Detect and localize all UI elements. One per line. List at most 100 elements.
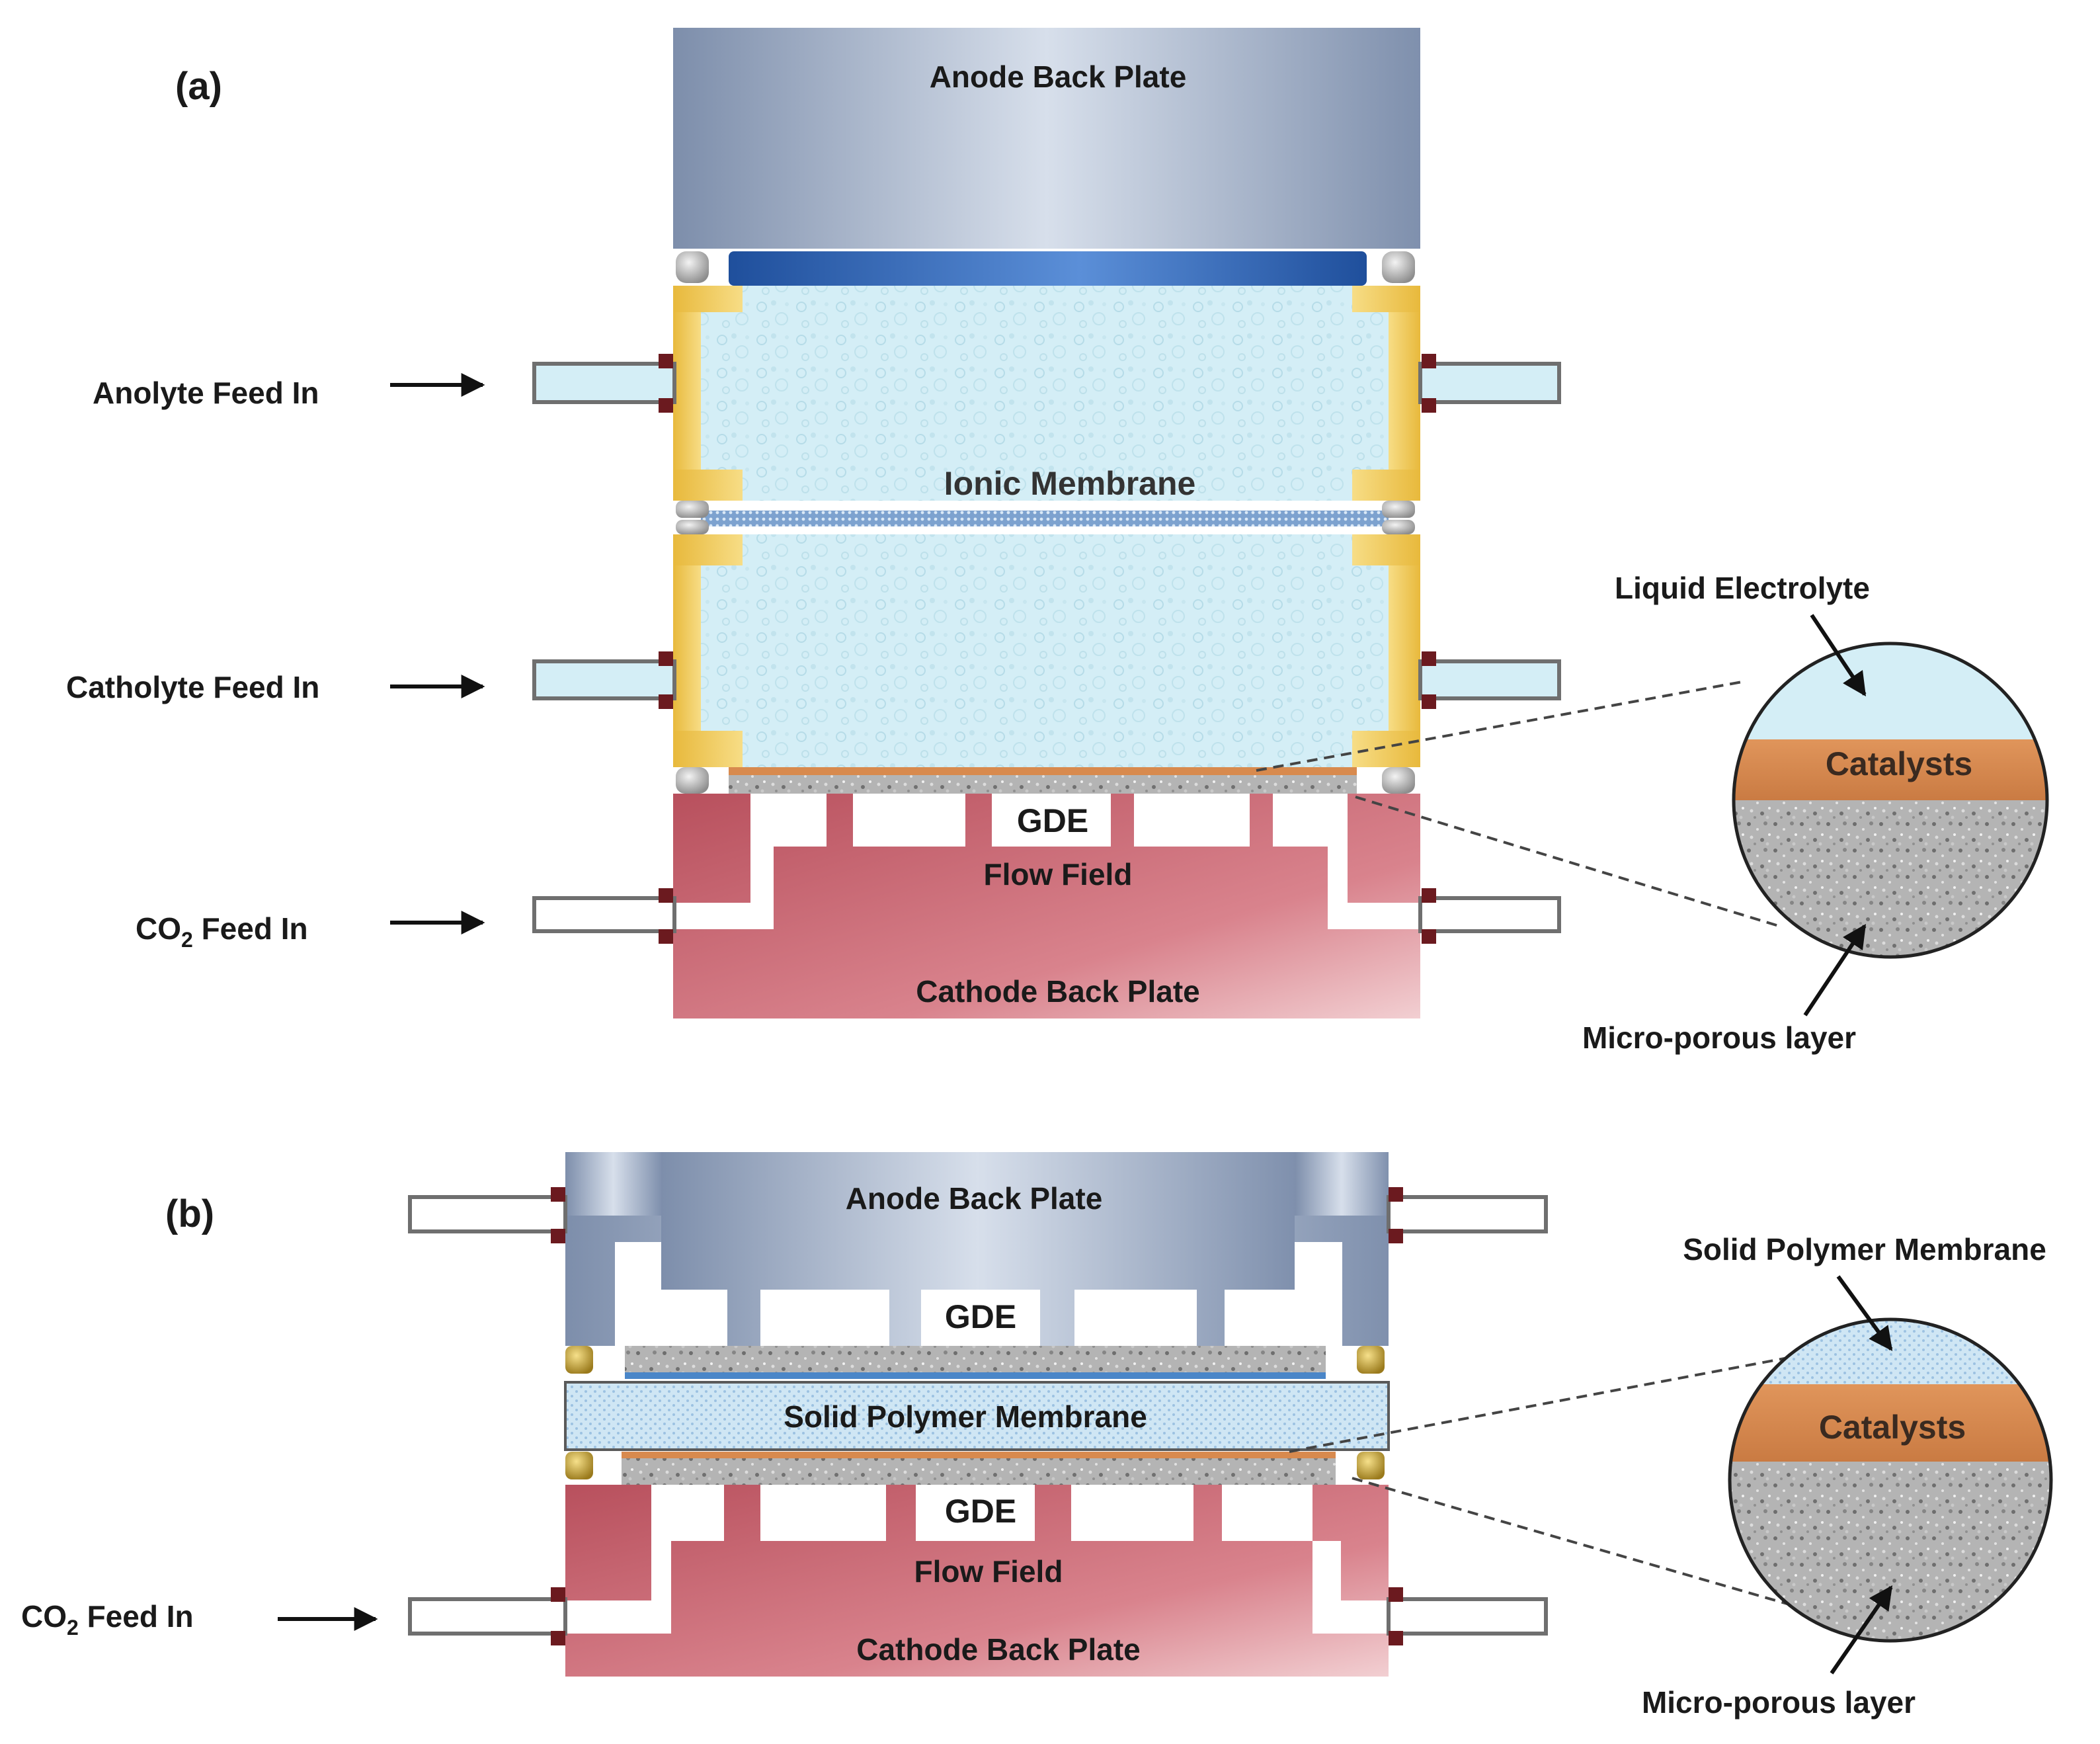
co2-feed-a-label: CO2 Feed In	[136, 911, 308, 952]
cathode-gde-microporous-b	[622, 1458, 1336, 1485]
seal-a-9	[659, 888, 673, 903]
panel-b-tag: (b)	[165, 1192, 214, 1235]
gasket-a-left-top	[673, 286, 701, 501]
anode-pipe-b-left	[408, 1195, 567, 1233]
zoom-b-top-label: Solid Polymer Membrane	[1683, 1232, 2046, 1266]
seal-ring-a-tl	[676, 251, 709, 283]
gasket-a-right-bot	[1389, 534, 1420, 767]
anode-flow-channel-b-4	[1074, 1290, 1197, 1346]
cathode-gde-catalyst-b	[622, 1452, 1336, 1458]
zoom-b-leader-top	[1289, 1354, 1799, 1453]
seal-a-11	[1422, 888, 1436, 903]
anolyte-inlet-pipe-left	[532, 362, 676, 404]
anode-flow-channel-b-5	[1225, 1290, 1311, 1346]
cathode-back-plate-a-label: Cathode Back Plate	[916, 974, 1199, 1009]
gasket-a-lug-7	[673, 731, 743, 767]
zoom-circle-a-border	[1732, 642, 2049, 959]
gasket-a-lug-1	[673, 286, 743, 312]
solid-polymer-membrane-b-label: Solid Polymer Membrane	[784, 1399, 1147, 1434]
zoom-b-leader-bottom	[1352, 1477, 1799, 1608]
seal-a-7	[1422, 651, 1436, 666]
gold-ring-b-tl	[565, 1346, 593, 1374]
cathode-back-plate-b-label: Cathode Back Plate	[856, 1632, 1140, 1667]
anolyte-inlet-pipe-right	[1418, 362, 1561, 404]
zoom-b-bottom-arrow	[1830, 1585, 1893, 1675]
panel-a-tag: (a)	[175, 65, 222, 108]
cathode-flow-channel-b-1	[651, 1485, 724, 1541]
flow-channel-a-5	[1273, 794, 1348, 847]
seal-a-8	[1422, 694, 1436, 709]
flow-channel-a-2	[853, 794, 965, 847]
zoom-a-top-arrow	[1810, 614, 1867, 696]
flow-field-b-label: Flow Field	[914, 1554, 1063, 1589]
co2-pipe-b-left	[408, 1597, 567, 1636]
seal-ring-a-ml2	[676, 520, 709, 534]
seal-ring-a-mr2	[1382, 520, 1415, 534]
flow-channel-a-4	[1134, 794, 1250, 847]
anode-back-plate-b-label: Anode Back Plate	[846, 1181, 1103, 1216]
zoom-circle-b-border	[1728, 1317, 2053, 1643]
anode-flow-channel-b-1	[641, 1290, 727, 1346]
zoom-a-bottom-label: Micro-porous layer	[1582, 1020, 1856, 1055]
gold-ring-b-bl	[565, 1452, 593, 1479]
seal-ring-a-br	[1382, 767, 1415, 794]
cathode-flow-channel-b-3	[916, 1485, 1035, 1541]
seal-b-2	[551, 1229, 565, 1243]
cathode-flow-channel-b-4	[1071, 1485, 1193, 1541]
anode-flow-channel-b-3	[921, 1290, 1040, 1346]
solid-polymer-membrane-b	[564, 1381, 1390, 1451]
anode-back-plate-a	[673, 28, 1420, 249]
seal-b-1	[551, 1187, 565, 1202]
zoom-b-bottom-label: Micro-porous layer	[1642, 1685, 1916, 1720]
seal-a-1	[659, 354, 673, 368]
anode-flow-channel-b-2	[760, 1290, 889, 1346]
seal-b-5	[551, 1587, 565, 1602]
seal-a-6	[659, 694, 673, 709]
anode-gde-catalyst-b	[625, 1372, 1326, 1379]
anolyte-chamber-a	[701, 286, 1389, 501]
gasket-a-lug-6	[1352, 534, 1420, 565]
flow-field-a-label: Flow Field	[984, 857, 1133, 892]
zoom-a-bottom-arrow	[1803, 924, 1867, 1017]
anode-back-plate-b-topleft	[565, 1152, 661, 1216]
seal-a-2	[659, 398, 673, 413]
gde-a-label: GDE	[1017, 802, 1088, 839]
ionic-membrane-a	[701, 511, 1389, 526]
gde-catalyst-layer-a	[729, 767, 1357, 775]
anolyte-feed-label: Anolyte Feed In	[93, 376, 319, 410]
cathode-flow-channel-b-2	[760, 1485, 886, 1541]
zoom-a-leader-top	[1256, 680, 1746, 772]
seal-a-12	[1422, 929, 1436, 944]
seal-a-4	[1422, 398, 1436, 413]
zoom-b-catalysts-label: Catalysts	[1819, 1409, 1966, 1446]
seal-b-6	[551, 1631, 565, 1645]
flow-channel-a-3	[992, 794, 1111, 847]
seal-a-3	[1422, 354, 1436, 368]
gold-ring-b-br	[1357, 1452, 1385, 1479]
ionic-membrane-a-label: Ionic Membrane	[944, 465, 1196, 502]
anode-collector-a	[729, 251, 1367, 286]
gde-microporous-layer-a	[729, 775, 1357, 794]
gold-ring-b-tr	[1357, 1346, 1385, 1374]
gasket-a-lug-5	[673, 534, 743, 565]
anode-gde-microporous-b	[625, 1346, 1326, 1372]
anode-back-plate-b-topright	[1295, 1152, 1389, 1216]
gasket-a-lug-2	[1352, 286, 1420, 312]
gasket-a-right-top	[1389, 286, 1420, 501]
gasket-a-left-bot	[673, 534, 701, 767]
anode-pipe-b-right	[1387, 1195, 1548, 1233]
seal-b-8	[1389, 1631, 1403, 1645]
zoom-b-top-arrow	[1836, 1275, 1893, 1351]
zoom-a-catalysts-label: Catalysts	[1826, 745, 1972, 782]
co2-feed-b-label: CO2 Feed In	[21, 1599, 194, 1640]
gasket-a-lug-3	[673, 470, 743, 501]
zoom-a-top-label: Liquid Electrolyte	[1615, 571, 1870, 605]
seal-ring-a-ml1	[676, 501, 709, 518]
cathode-flow-channel-b-5	[1222, 1485, 1312, 1541]
seal-ring-a-mr1	[1382, 501, 1415, 518]
cathode-back-plate-a	[673, 794, 1420, 1018]
seal-a-5	[659, 651, 673, 666]
catholyte-chamber-a	[701, 534, 1389, 767]
catholyte-inlet-pipe-left	[532, 659, 676, 700]
